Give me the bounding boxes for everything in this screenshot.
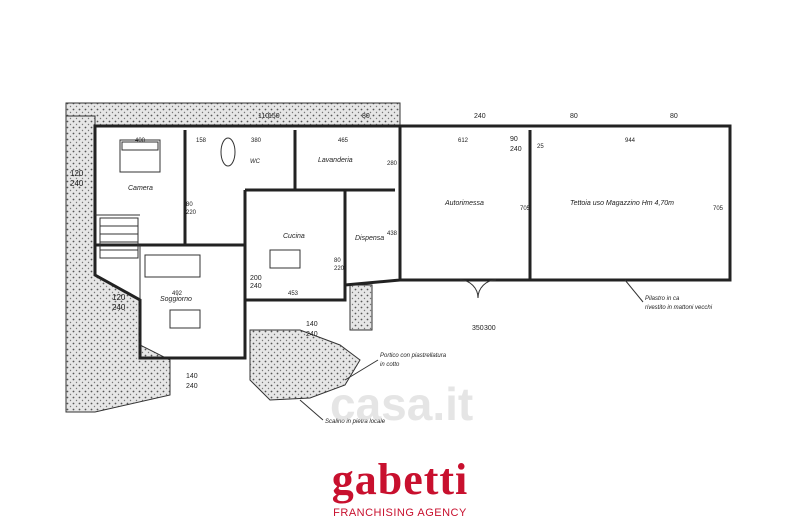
dim-240-d: 240 [510,146,522,153]
dim-465: 465 [338,138,349,144]
sofa-icon [144,254,201,278]
room-tettoia: Tettoia uso Magazzino Hm 4,70m [570,200,674,207]
staircase [99,217,139,259]
note-pilastro-line2: rivestito in mattoni vecchi [645,305,713,311]
dim-158: 158 [196,138,207,144]
leader-pilastro [624,279,644,303]
kitchen-table-icon [269,249,301,269]
room-soggiorno: Soggiorno [160,296,192,303]
stair-right [349,284,373,331]
dim-492: 492 [172,291,183,297]
dim-240-b: 240 [112,303,126,312]
dim-400: 400 [135,138,146,144]
note-portico-line1: Portico con piastrellatura [380,353,447,359]
dim-120-a: 120 [70,169,84,178]
note-scalino: Scalino in pietra locale [325,419,386,425]
dim-705-b: 705 [713,206,724,212]
dim-453: 453 [288,291,299,297]
dim-200: 200 [250,275,262,282]
dim-80-b: 80 [670,113,678,120]
dim-705-a: 705 [520,206,531,212]
dim-90: 90 [510,136,518,143]
room-wc: WC [250,159,261,165]
dim-280: 280 [387,161,398,167]
dim-80-c: 80 [362,113,370,120]
dim-350: 350 [472,325,484,332]
leader-portico [344,359,379,381]
dim-80-d: 80 [186,202,193,208]
dim-150: 150 [268,113,280,120]
dim-240-f: 240 [186,383,198,390]
brand-logo-subtitle: FRANCHISING AGENCY [333,507,467,519]
dim-110: 110 [258,113,269,120]
note-pilastro-line1: Pilastro in ca [645,296,680,302]
dim-120-b: 120 [112,293,126,302]
dim-240-c: 240 [474,113,486,120]
dim-140-b: 140 [186,373,198,380]
leader-scalino [299,399,324,421]
dim-612: 612 [458,138,469,144]
room-dispensa: Dispensa [355,235,384,242]
garage-outline [398,124,732,282]
dim-240-a: 240 [70,179,84,188]
dim-438: 438 [387,231,398,237]
terrace-left [65,115,171,413]
room-lavanderia: Lavanderia [318,157,353,164]
dim-80-e: 80 [334,258,341,264]
garage-door [459,279,497,299]
dim-140-a: 140 [306,321,318,328]
dim-240-g: 240 [250,283,262,290]
dim-25: 25 [537,144,544,150]
dim-220-b: 220 [334,266,345,272]
room-camera: Camera [128,185,153,192]
dim-944: 944 [625,138,636,144]
bed-icon [119,139,161,173]
dim-300: 300 [484,325,496,332]
note-portico-line2: in cotto [380,362,400,368]
room-cucina: Cucina [283,233,305,240]
brand-logo-name: gabetti [331,455,469,504]
terrace-top [65,102,401,127]
room-autorimessa: Autorimessa [444,200,484,207]
dim-380: 380 [251,138,262,144]
watermark: casa.it [330,378,473,430]
dim-80-a: 80 [570,113,578,120]
living-table-icon [169,309,201,329]
terrace-portico [249,329,361,401]
dim-240-e: 240 [306,331,318,338]
bathtub-icon [220,137,236,167]
dim-220-a: 220 [186,210,197,216]
